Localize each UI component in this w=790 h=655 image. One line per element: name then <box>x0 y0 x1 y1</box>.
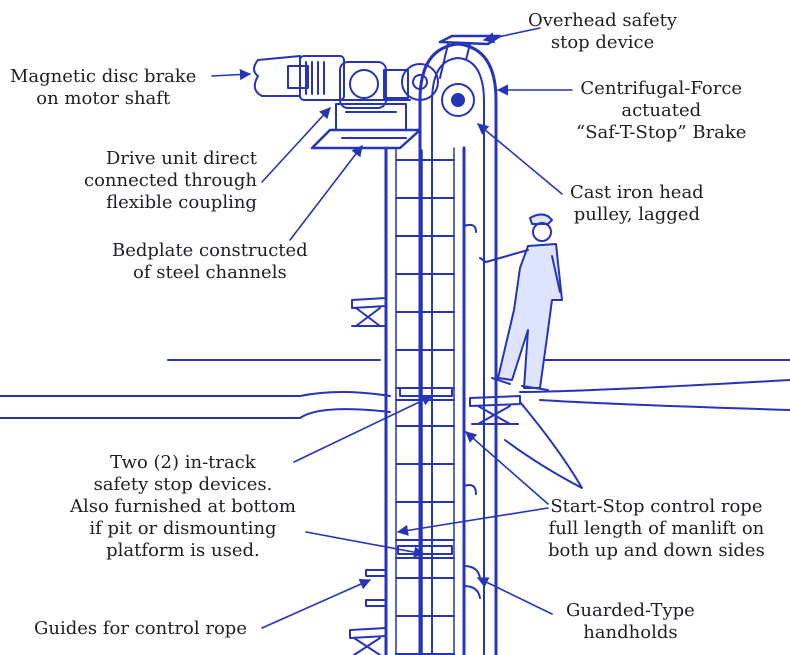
leader-lines <box>211 27 573 629</box>
rope-guides <box>365 569 387 607</box>
step-floor-right <box>469 395 521 425</box>
floor-slab <box>0 359 790 489</box>
in-track-stop-lower <box>395 545 455 559</box>
bedplate <box>310 128 422 150</box>
step-upper-left <box>351 297 387 327</box>
ladder-rungs <box>395 159 455 655</box>
label-guides: Guides for control rope <box>34 618 247 639</box>
step-bottom-left <box>349 627 387 655</box>
in-track-stop-upper <box>395 387 455 401</box>
handholds <box>463 223 481 599</box>
motor-and-drive <box>253 55 439 131</box>
worker-figure <box>479 213 563 391</box>
